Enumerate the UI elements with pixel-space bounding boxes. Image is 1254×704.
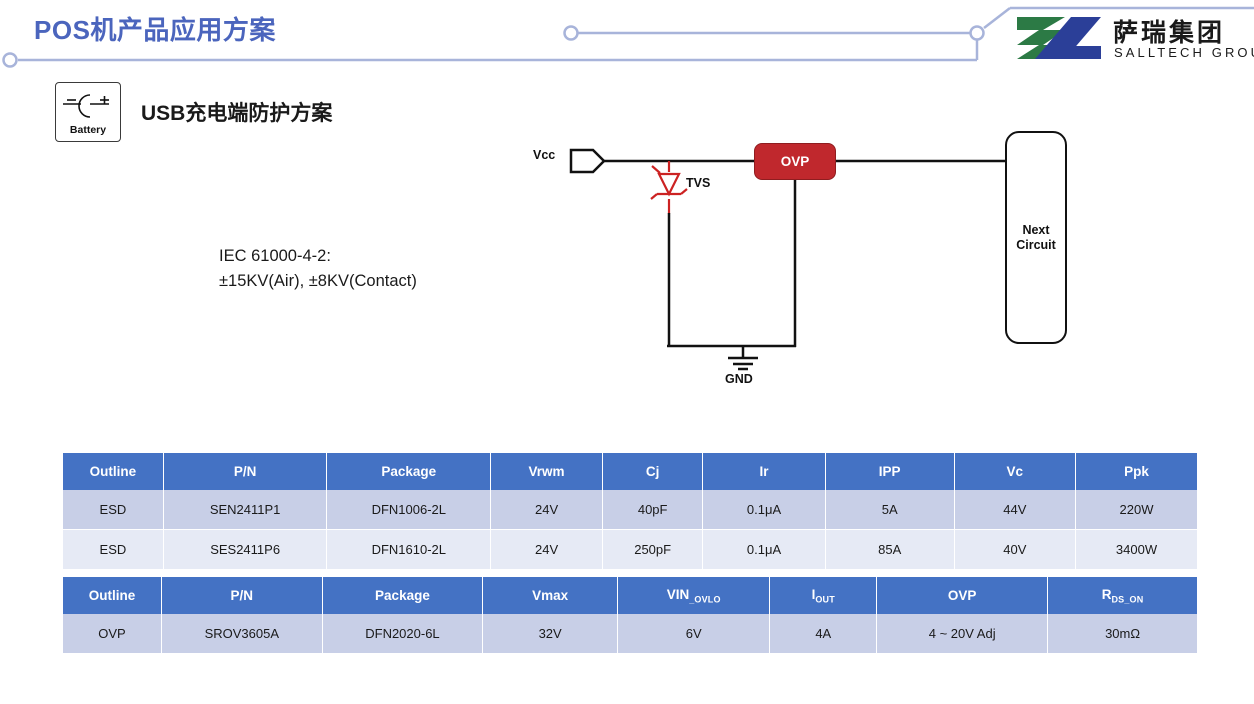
cell-outline: ESD [63, 490, 164, 530]
cell-ir: 0.1μA [702, 529, 826, 570]
table-row: ESD SES2411P6 DFN1610-2L 24V 250pF 0.1μA… [63, 529, 1197, 570]
cell-pn: SEN2411P1 [163, 490, 328, 530]
cell-ipp: 85A [825, 529, 955, 570]
rds-main: R [1101, 586, 1112, 602]
cell-outline: OVP [63, 614, 162, 654]
table-header-row: Outline P/N Package Vmax VIN_OVLO IOUT O… [63, 577, 1197, 614]
salltech-logo-mark-icon [1017, 17, 1101, 59]
cell-ovp: 4 ~ 20V Adj [876, 614, 1049, 654]
next-circuit-line-2: Circuit [1016, 237, 1056, 252]
header-decoration-lines [2, 6, 1254, 68]
spec-note-line-2: ±15KV(Air), ±8KV(Contact) [219, 272, 417, 290]
section-subtitle: USB充电端防护方案 [141, 102, 333, 125]
cell-ppk: 220W [1075, 490, 1197, 530]
column-header-package: Package [326, 453, 492, 490]
column-header-cj: Cj [602, 453, 704, 490]
column-header-ir: Ir [702, 453, 826, 490]
column-header-ipp: IPP [825, 453, 955, 490]
ovp-component-block: OVP [754, 143, 836, 180]
cell-vrwm: 24V [490, 490, 604, 530]
column-header-vc: Vc [954, 453, 1077, 490]
esd-spec-table: Outline P/N Package Vrwm Cj Ir IPP Vc Pp… [63, 453, 1197, 570]
column-header-package: Package [322, 577, 484, 614]
vin-main: VIN [666, 586, 690, 602]
cell-vrwm: 24V [490, 529, 604, 570]
cell-outline: ESD [63, 529, 164, 570]
cell-cj: 250pF [602, 529, 704, 570]
column-header-vmax: Vmax [482, 577, 619, 614]
circuit-label-vcc: Vcc [533, 148, 556, 162]
column-header-iout: IOUT [769, 577, 878, 614]
column-header-pn: P/N [163, 453, 328, 490]
column-header-outline: Outline [63, 453, 164, 490]
company-logo: 萨瑞集团 SALLTECH GROUP [1013, 13, 1254, 68]
iout-sub: OUT [815, 594, 835, 605]
cell-package: DFN2020-6L [322, 614, 484, 654]
spec-note-line-1: IEC 61000-4-2: [219, 247, 331, 265]
table-row: OVP SROV3605A DFN2020-6L 32V 6V 4A 4 ~ 2… [63, 614, 1197, 654]
column-header-outline: Outline [63, 577, 162, 614]
battery-icon-label: Battery [69, 124, 107, 136]
cell-pn: SES2411P6 [163, 529, 328, 570]
cell-vc: 40V [954, 529, 1077, 570]
column-header-vrwm: Vrwm [490, 453, 604, 490]
cell-vc: 44V [954, 490, 1077, 530]
circuit-label-gnd: GND [725, 372, 753, 386]
circuit-label-tvs: TVS [686, 176, 711, 190]
column-header-pn: P/N [161, 577, 323, 614]
cell-pn: SROV3605A [161, 614, 323, 654]
ovp-spec-table: Outline P/N Package Vmax VIN_OVLO IOUT O… [63, 577, 1197, 654]
rds-sub: DS_ON [1111, 594, 1144, 605]
column-header-vin-ovlo: VIN_OVLO [617, 577, 771, 614]
next-circuit-block: Next Circuit [1005, 131, 1067, 344]
circuit-diagram [569, 148, 1006, 371]
cell-iout: 4A [769, 614, 878, 654]
vin-sub: _OVLO [689, 594, 721, 605]
page-title: POS机产品应用方案 [34, 15, 276, 45]
battery-icon-card: Battery [55, 82, 121, 142]
battery-cell-icon [63, 94, 109, 118]
column-header-ovp: OVP [876, 577, 1049, 614]
logo-text-en: SALLTECH GROUP [1114, 45, 1254, 60]
logo-text-cn: 萨瑞集团 [1113, 19, 1226, 47]
column-header-rds-on: RDS_ON [1047, 577, 1197, 614]
cell-package: DFN1006-2L [326, 490, 492, 530]
cell-vin-ovlo: 6V [617, 614, 771, 654]
cell-package: DFN1610-2L [326, 529, 492, 570]
cell-ipp: 5A [825, 490, 955, 530]
cell-ppk: 3400W [1075, 529, 1197, 570]
cell-vmax: 32V [482, 614, 619, 654]
cell-cj: 40pF [602, 490, 704, 530]
cell-ir: 0.1μA [702, 490, 826, 530]
page-header: POS机产品应用方案 萨瑞集团 SALLTECH GROUP [0, 0, 1254, 80]
next-circuit-line-1: Next [1022, 222, 1050, 237]
table-row: ESD SEN2411P1 DFN1006-2L 24V 40pF 0.1μA … [63, 490, 1197, 530]
esd-spec-note: IEC 61000-4-2: ±15KV(Air), ±8KV(Contact) [219, 244, 417, 294]
cell-rds-on: 30mΩ [1047, 614, 1197, 654]
iout-main: I [811, 586, 816, 602]
column-header-ppk: Ppk [1075, 453, 1197, 490]
table-header-row: Outline P/N Package Vrwm Cj Ir IPP Vc Pp… [63, 453, 1197, 490]
